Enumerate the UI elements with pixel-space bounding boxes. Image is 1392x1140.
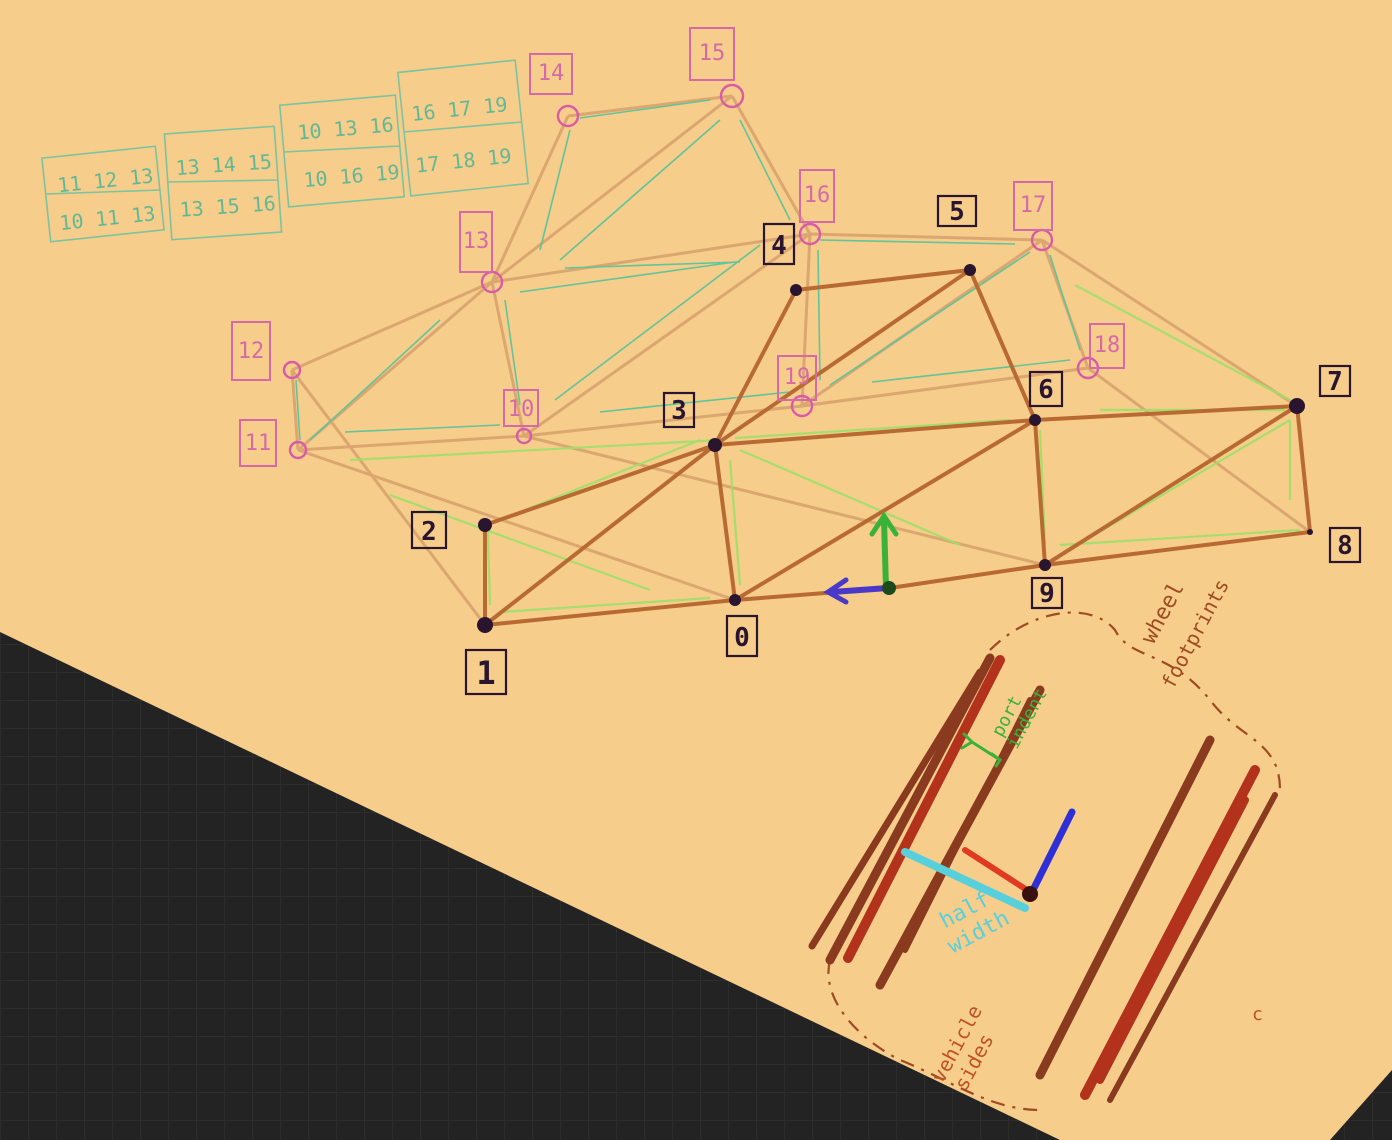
- node-9: [1039, 559, 1051, 571]
- frame-axis-gizmo: [823, 511, 899, 605]
- node-16: [798, 222, 822, 246]
- node-label-9: 9: [1039, 579, 1055, 609]
- node-label-17: 17: [1020, 193, 1047, 218]
- z-axis-arrowhead: [869, 511, 899, 537]
- tire-left: [808, 653, 1045, 990]
- node-label-6: 6: [1038, 375, 1054, 405]
- node-0: [729, 594, 741, 606]
- node-label-19: 19: [784, 365, 811, 390]
- x-axis-arrow: [962, 847, 1033, 895]
- y-axis-arrow: [829, 585, 891, 595]
- node-label-4: 4: [771, 231, 787, 261]
- node-label-7: 7: [1327, 367, 1343, 397]
- node-label-14: 14: [538, 61, 565, 86]
- node-11: [288, 440, 308, 460]
- node-label-10: 10: [508, 397, 535, 422]
- triangle-table: [41, 59, 530, 243]
- z-axis-arrow: [881, 517, 889, 591]
- node-10: [515, 427, 533, 445]
- bottom-node-label-boxes: [410, 194, 1362, 696]
- top-node-label-boxes: [231, 27, 1125, 467]
- node-label-2: 2: [421, 517, 437, 547]
- node-7: [1289, 398, 1305, 414]
- node-15: [719, 83, 745, 109]
- bottom-node-labels: 0 1 2 3 4 5 6 7 8 9: [421, 197, 1353, 692]
- node-12: [282, 360, 302, 380]
- top-mesh-arrows: [295, 99, 1081, 441]
- tire-right: [1035, 735, 1278, 1103]
- node-label-12: 12: [238, 339, 265, 364]
- node-8: [1307, 529, 1313, 535]
- frame-origin: [882, 581, 896, 595]
- node-label-11: 11: [245, 431, 272, 456]
- node-label-1: 1: [476, 654, 495, 692]
- node-label-0: 0: [734, 623, 750, 653]
- vehicle-origin: [1022, 886, 1038, 902]
- top-node-labels: 10 11 12 13 14 15 16 17 18 19: [238, 41, 1121, 456]
- node-1: [477, 617, 493, 633]
- bottom-nodes: [477, 264, 1313, 633]
- node-6: [1029, 414, 1041, 426]
- bottom-frame-struts: [483, 268, 1312, 627]
- node-2: [478, 518, 492, 532]
- node-label-15: 15: [699, 41, 726, 66]
- wheel-footprint-outline: [827, 611, 1282, 1112]
- half-width-arrow: [901, 848, 1029, 912]
- stray-mark: c: [1252, 1004, 1263, 1025]
- y-axis-arrow: [1028, 808, 1076, 896]
- port-indent-arrow: [960, 732, 1003, 768]
- node-4: [790, 284, 802, 296]
- node-label-3: 3: [671, 396, 687, 426]
- node-5: [964, 264, 976, 276]
- node-label-13: 13: [463, 229, 490, 254]
- y-axis-arrowhead: [823, 577, 849, 605]
- node-label-5: 5: [949, 197, 965, 227]
- vehicle-axis-gizmo: [901, 808, 1076, 912]
- node-3: [708, 438, 722, 452]
- node-14: [556, 104, 580, 128]
- node-label-16: 16: [804, 183, 831, 208]
- node-label-8: 8: [1337, 531, 1353, 561]
- node-label-18: 18: [1094, 333, 1121, 358]
- node-19: [790, 394, 814, 418]
